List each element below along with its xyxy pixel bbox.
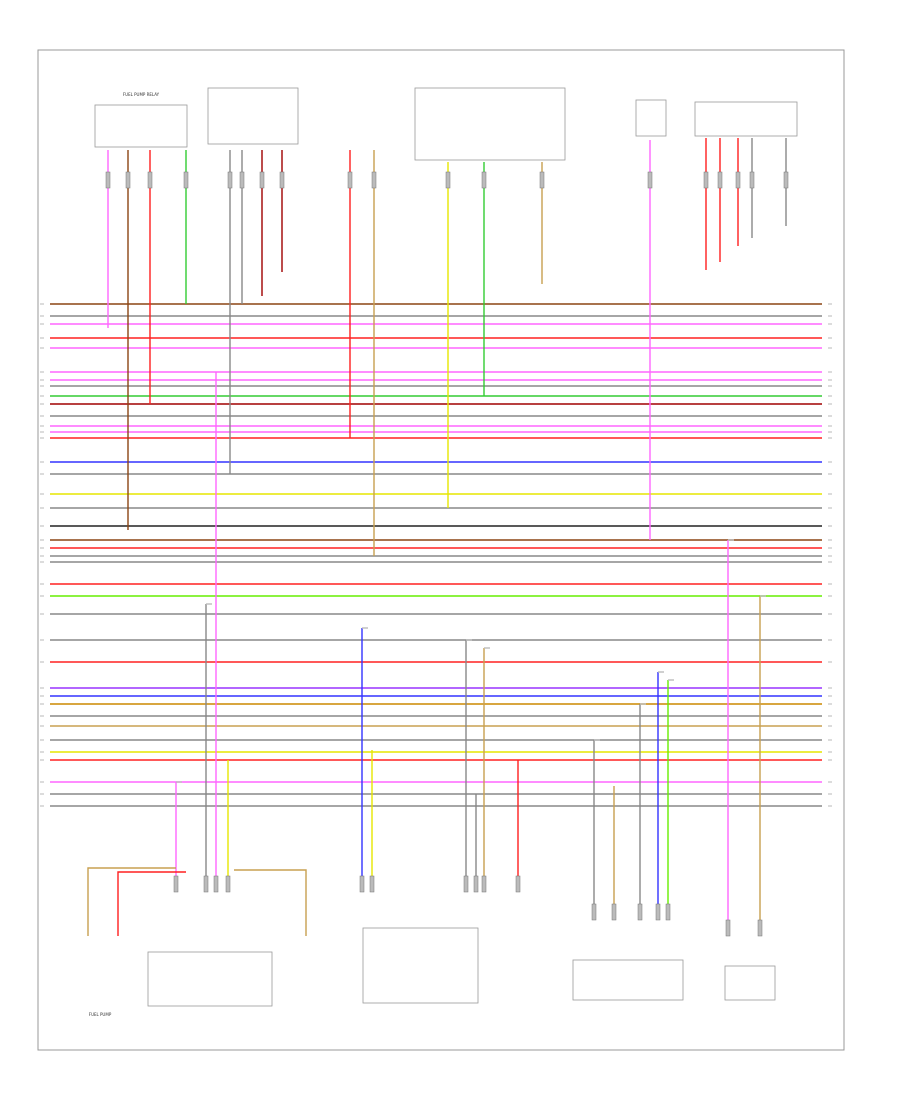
pcm-relay-box	[635, 99, 667, 137]
fuel-pump-relay-label: FUEL PUMP RELAY	[123, 92, 160, 97]
connector-pin	[481, 171, 487, 189]
fuel-pump-wire	[87, 867, 176, 936]
connector-pin	[481, 875, 487, 893]
connector-group	[105, 171, 789, 937]
connector-pin	[735, 171, 741, 189]
connector-pin	[359, 875, 365, 893]
connector-pin	[749, 171, 755, 189]
connector-pin	[213, 875, 219, 893]
fuel-pump-label: FUEL PUMP	[89, 1012, 112, 1017]
fuel-pump-relay-box	[94, 104, 188, 148]
connector-pin	[239, 171, 245, 189]
pin-label-group	[40, 303, 832, 807]
connector-pin	[183, 171, 189, 189]
connector-pin	[539, 171, 545, 189]
connector-pin	[665, 903, 671, 921]
connector-pin	[105, 171, 111, 189]
steering-angle-sensor-box	[572, 959, 684, 1001]
connector-pin	[717, 171, 723, 189]
transmission-range-sensor-box	[694, 101, 798, 137]
connector-pin	[173, 875, 179, 893]
connector-pin	[515, 875, 521, 893]
connector-pin	[703, 171, 709, 189]
connector-pin	[655, 903, 661, 921]
connector-pin	[225, 875, 231, 893]
diagram-border	[37, 49, 845, 1051]
connector-pin	[371, 171, 377, 189]
evap-canister-purge-box	[362, 927, 479, 1004]
connector-pin	[227, 171, 233, 189]
connector-pin	[279, 171, 285, 189]
connector-pin	[347, 171, 353, 189]
connector-pin	[147, 171, 153, 189]
connector-pin	[637, 903, 643, 921]
connector-pin	[203, 875, 209, 893]
connector-pin	[125, 171, 131, 189]
fuel-pump-wire	[117, 871, 186, 936]
connector-pin	[783, 171, 789, 189]
fuse-box-box	[414, 87, 566, 161]
fuel-pump-wire	[234, 869, 307, 936]
connector-pin	[463, 875, 469, 893]
connector-pin	[647, 171, 653, 189]
connector-pin	[445, 171, 451, 189]
power-module-box	[207, 87, 299, 145]
connector-pin	[259, 171, 265, 189]
brake-fluid-sensor-box	[724, 965, 776, 1001]
wire-group	[50, 138, 822, 936]
fuel-pump-module-box	[147, 951, 273, 1007]
connector-pin	[725, 919, 731, 937]
connector-pin	[757, 919, 763, 937]
connector-pin	[369, 875, 375, 893]
connector-pin	[611, 903, 617, 921]
connector-pin	[473, 875, 479, 893]
connector-pin	[591, 903, 597, 921]
